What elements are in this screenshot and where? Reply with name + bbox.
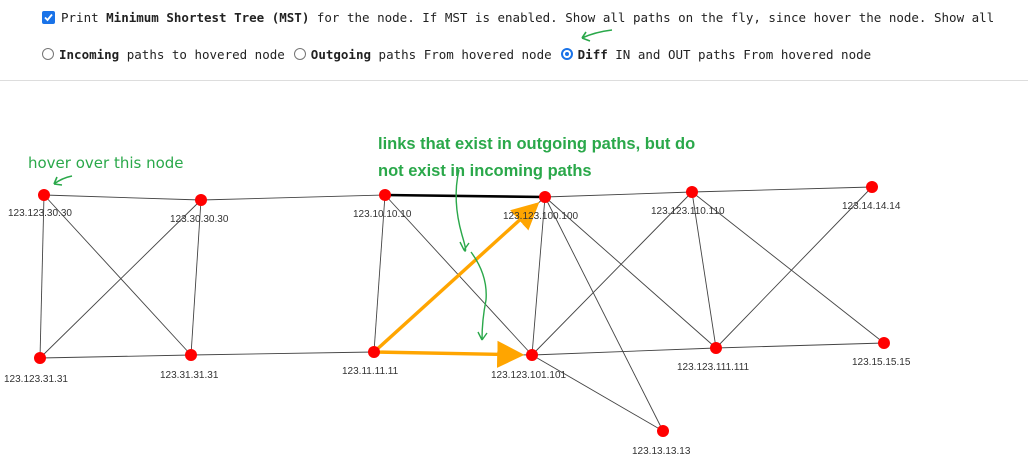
diff-annotation-line2: not exist in incoming paths <box>378 162 592 180</box>
radio-outgoing-label: paths From hovered node <box>371 46 552 62</box>
graph-edges <box>39 186 885 432</box>
graph-edge <box>715 342 885 349</box>
radio-outgoing-button[interactable] <box>293 48 306 60</box>
radio-incoming-bold: Incoming <box>59 46 120 62</box>
graph-edge <box>691 191 885 344</box>
graph-edge <box>200 194 386 201</box>
mst-prefix: Print <box>61 9 107 25</box>
node-label: 123.123.101.101 <box>491 370 567 381</box>
node-label: 123.10.10.10 <box>353 209 412 220</box>
graph-node[interactable] <box>368 346 380 358</box>
diff-annotation-line1: links that exist in outgoing paths, but … <box>378 135 695 153</box>
graph-node[interactable] <box>34 352 46 364</box>
mst-bold-label: Minimum Shortest Tree (MST) <box>106 9 310 25</box>
radio-incoming[interactable]: Incoming paths to hovered node <box>42 47 285 62</box>
graph-edge <box>715 186 873 349</box>
mst-option-row: Print Minimum Shortest Tree (MST) for th… <box>42 8 994 26</box>
graph-labels: 123.123.30.30 123.30.30.30 123.10.10.10 123… <box>4 201 911 457</box>
radio-diff-bold: Diff <box>577 46 608 62</box>
radio-diff-button[interactable] <box>560 48 573 60</box>
graph-edge <box>531 347 717 356</box>
node-label: 123.123.100.100 <box>503 211 579 222</box>
graph-nodes <box>34 181 890 437</box>
graph-node[interactable] <box>526 349 538 361</box>
graph-node[interactable] <box>657 425 669 437</box>
graph-edge <box>43 194 202 201</box>
graph-node[interactable] <box>185 349 197 361</box>
radio-diff-label: IN and OUT paths From hovered node <box>607 46 872 62</box>
node-label: 123.13.13.13 <box>632 446 691 457</box>
hover-annotation: hover over this node <box>28 154 184 172</box>
graph-edge <box>544 196 664 432</box>
mst-edge <box>384 193 546 199</box>
radio-incoming-button[interactable] <box>42 48 54 60</box>
annotation-arrow-upper <box>455 169 470 252</box>
graph-node[interactable] <box>710 342 722 354</box>
graph-node[interactable] <box>195 194 207 206</box>
node-label: 123.123.111.111 <box>677 362 750 373</box>
graph-edge <box>373 194 386 353</box>
radio-diff[interactable]: Diff IN and OUT paths From hovered node <box>560 46 872 62</box>
node-label: 123.30.30.30 <box>170 214 229 225</box>
graph-edge <box>531 354 664 432</box>
diff-edge-highlight <box>373 340 525 368</box>
graph-node[interactable] <box>686 186 698 198</box>
graph-edge <box>43 194 192 356</box>
graph-edge <box>39 354 192 359</box>
graph-edge <box>544 191 693 198</box>
graph-node[interactable] <box>866 181 878 193</box>
diff-edge-highlight <box>372 202 540 354</box>
graph-node[interactable] <box>539 191 551 203</box>
path-mode-radio-group: Incoming paths to hovered node Outgoing … <box>42 45 880 63</box>
graph-edge <box>531 191 693 356</box>
mst-suffix: for the node. If MST is enabled. Show al… <box>309 9 995 25</box>
graph-node[interactable] <box>38 189 50 201</box>
checkmark-icon <box>44 13 53 21</box>
annotation-arrow-lower <box>470 251 488 341</box>
options-panel: Print Minimum Shortest Tree (MST) for th… <box>0 0 1028 81</box>
graph-edge <box>544 196 717 349</box>
graph-edge <box>531 196 546 356</box>
node-label: 123.15.15.15 <box>852 357 911 368</box>
mst-checkbox[interactable] <box>42 10 55 24</box>
hover-arrow <box>53 175 73 186</box>
radio-outgoing-bold: Outgoing <box>310 46 372 62</box>
node-label: 123.123.110.110 <box>651 206 725 217</box>
graph-edge <box>39 199 202 359</box>
graph-edge <box>190 199 202 356</box>
node-label: 123.11.11.11 <box>342 366 399 377</box>
graph-edge <box>691 186 873 193</box>
node-label: 123.31.31.31 <box>160 370 219 381</box>
graph-node[interactable] <box>379 189 391 201</box>
node-label: 123.123.31.31 <box>4 374 68 385</box>
radio-outgoing[interactable]: Outgoing paths From hovered node <box>293 46 552 62</box>
graph-node[interactable] <box>878 337 890 349</box>
graph-edge <box>190 351 375 356</box>
pointer-arrow-radio <box>581 29 613 42</box>
node-label: 123.123.30.30 <box>8 208 72 219</box>
node-label: 123.14.14.14 <box>842 201 901 212</box>
graph-edge <box>39 194 45 359</box>
radio-incoming-label: paths to hovered node <box>119 46 285 62</box>
graph-edge <box>691 191 717 349</box>
